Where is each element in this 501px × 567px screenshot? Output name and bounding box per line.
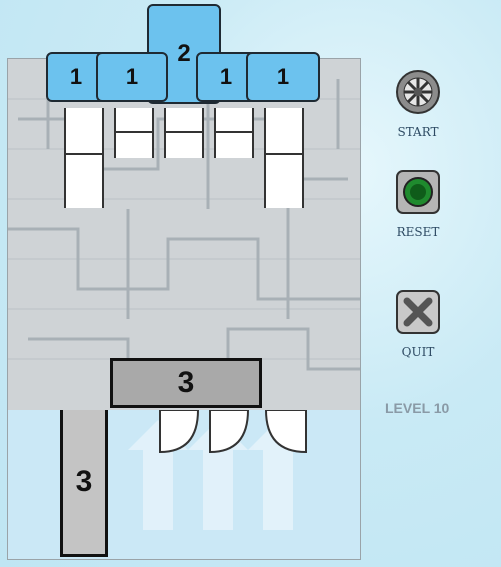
start-label: START <box>397 125 439 139</box>
close-x-icon <box>396 290 440 334</box>
elbow-pipe-3[interactable] <box>264 410 308 454</box>
block-3-label: 3 <box>177 366 195 399</box>
start-button[interactable]: START <box>388 68 448 139</box>
piece-1-cap-b[interactable]: 1 <box>96 52 168 102</box>
quit-button[interactable]: QUIT <box>388 288 448 359</box>
reset-button[interactable]: RESET <box>388 168 448 239</box>
reset-label: RESET <box>396 225 440 239</box>
valve-wheel-icon <box>396 70 440 114</box>
green-button-icon <box>396 170 440 214</box>
pipe-column-3[interactable] <box>164 108 204 158</box>
piece-1-label: 1 <box>125 64 139 89</box>
pipe-column-2[interactable] <box>114 108 154 158</box>
piece-1-label: 1 <box>276 64 290 89</box>
elbow-pipe-2[interactable] <box>208 410 252 454</box>
pipe-column-1[interactable] <box>64 108 104 208</box>
pipe-column-5[interactable] <box>264 108 304 208</box>
block-3-vertical[interactable]: 3 <box>60 410 108 557</box>
block-3-horizontal[interactable]: 3 <box>110 358 262 408</box>
block-3-label: 3 <box>75 465 93 498</box>
elbow-pipe-1[interactable] <box>158 410 202 454</box>
piece-1-label: 1 <box>69 64 83 89</box>
piece-1-label: 1 <box>219 64 233 89</box>
level-indicator: LEVEL 10 <box>385 400 450 416</box>
piece-2-label: 2 <box>177 40 191 67</box>
pipe-column-4[interactable] <box>214 108 254 158</box>
quit-label: QUIT <box>401 345 435 359</box>
piece-1-cap-d[interactable]: 1 <box>246 52 320 102</box>
